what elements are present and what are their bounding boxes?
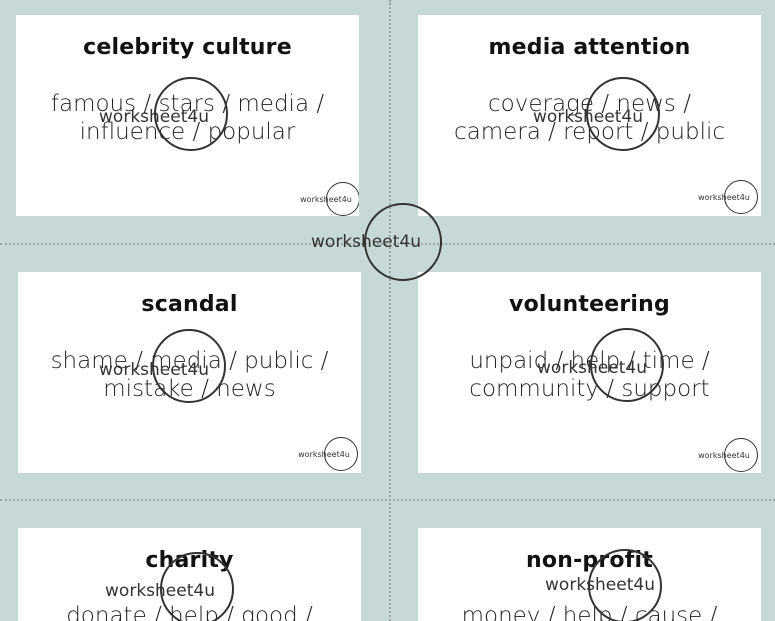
watermark-small-circle bbox=[724, 438, 758, 472]
watermark-circle bbox=[152, 329, 226, 403]
watermark-small-text: worksheet4u bbox=[300, 195, 352, 204]
card-celebrity-culture: celebrity culture famous / stars / media… bbox=[16, 15, 359, 216]
card-title: non-profit bbox=[526, 548, 653, 573]
card-scandal: scandal shame / media / public / mistake… bbox=[18, 272, 361, 473]
watermark-text: worksheet4u bbox=[545, 575, 655, 595]
watermark-text: worksheet4u bbox=[537, 358, 647, 378]
watermark-small-circle bbox=[724, 180, 758, 214]
watermark-text: worksheet4u bbox=[99, 107, 209, 127]
watermark-circle bbox=[590, 328, 664, 402]
card-title: celebrity culture bbox=[83, 35, 292, 60]
vertical-cut-line bbox=[389, 0, 391, 621]
watermark-circle bbox=[586, 77, 660, 151]
watermark-small-text: worksheet4u bbox=[698, 193, 750, 202]
watermark-small-circle bbox=[324, 437, 358, 471]
watermark-center-text: worksheet4u bbox=[311, 232, 421, 252]
card-title: volunteering bbox=[509, 292, 670, 317]
watermark-text: worksheet4u bbox=[99, 360, 209, 380]
watermark-small-circle bbox=[326, 182, 359, 216]
card-non-profit: non-profit money / help / cause / worksh… bbox=[418, 528, 761, 621]
watermark-text: worksheet4u bbox=[105, 581, 215, 601]
horizontal-cut-line-2 bbox=[0, 499, 775, 501]
watermark-circle bbox=[588, 549, 662, 621]
card-words: unpaid / help / time / community / suppo… bbox=[469, 348, 710, 402]
watermark-text: worksheet4u bbox=[533, 107, 643, 127]
watermark-circle bbox=[154, 77, 228, 151]
card-media-attention: media attention coverage / news / camera… bbox=[418, 15, 761, 216]
card-title: scandal bbox=[141, 292, 238, 317]
watermark-small-text: worksheet4u bbox=[698, 451, 750, 460]
card-volunteering: volunteering unpaid / help / time / comm… bbox=[418, 272, 761, 473]
card-charity: charity donate / help / good / worksheet… bbox=[18, 528, 361, 621]
card-words: money / help / cause / bbox=[461, 603, 718, 621]
card-title: media attention bbox=[488, 35, 691, 60]
watermark-center-circle bbox=[364, 203, 442, 281]
watermark-circle bbox=[160, 552, 234, 621]
watermark-small-text: worksheet4u bbox=[298, 450, 350, 459]
